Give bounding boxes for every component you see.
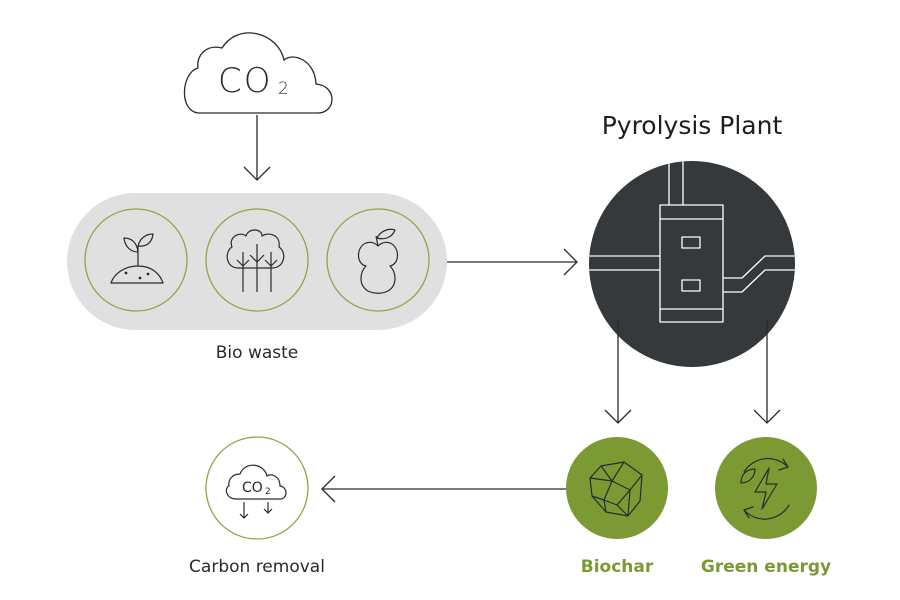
pyrolysis-plant-icon [589, 161, 795, 367]
trees-icon [205, 208, 309, 312]
bio-waste-group [67, 193, 447, 330]
carbon-removal-co2-subscript: 2 [265, 487, 271, 497]
green-energy-label: Green energy [701, 557, 831, 577]
co2-cloud-icon: CO 2 [183, 32, 333, 114]
arrow-plant-to-biochar [604, 320, 632, 424]
bio-waste-label: Bio waste [216, 343, 299, 363]
arrow-biowaste-to-plant [447, 248, 578, 276]
biochar-label: Biochar [581, 557, 654, 577]
green-energy-icon [715, 437, 817, 539]
carbon-removal-label: Carbon removal [189, 557, 325, 577]
biochar-rock-icon [566, 437, 668, 539]
co2-cloud-subscript: 2 [278, 79, 289, 99]
co2-cloud-text: CO [218, 61, 273, 101]
sprout-icon [84, 208, 188, 312]
arrow-biochar-to-carbon-removal [321, 475, 566, 503]
plant-title: Pyrolysis Plant [602, 111, 783, 140]
arrow-plant-to-energy [753, 320, 781, 424]
arrow-co2-to-biowaste [243, 115, 271, 181]
apple-core-icon [326, 208, 430, 312]
carbon-removal-co2-text: CO [242, 480, 263, 496]
co2-cloud-down-icon: CO 2 [205, 436, 309, 540]
